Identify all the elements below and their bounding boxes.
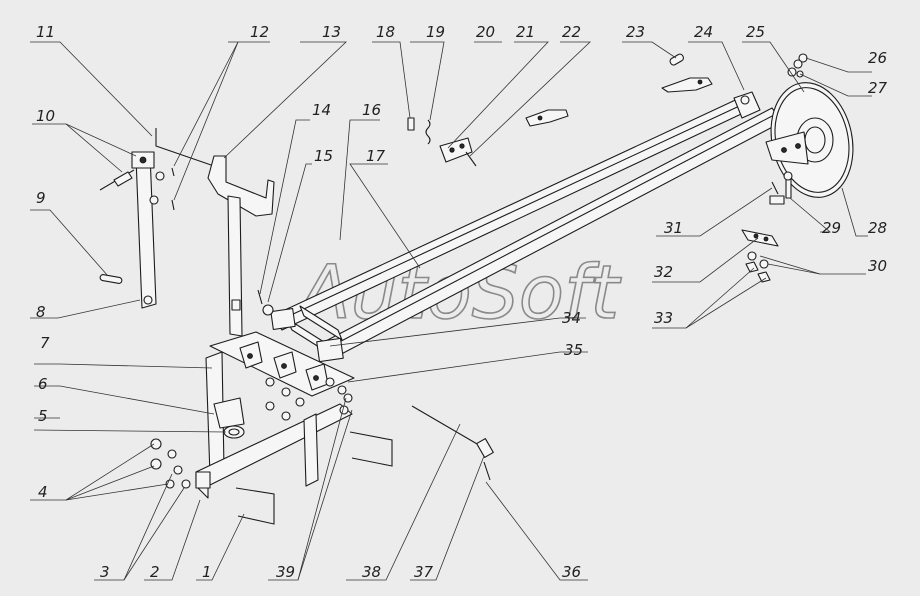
- callout-2: 2: [150, 563, 160, 581]
- callout-13: 13: [322, 23, 341, 41]
- handle-assembly: [99, 128, 215, 309]
- callout-29: 29: [822, 219, 841, 237]
- callout-30: 30: [868, 257, 887, 275]
- callout-8: 8: [36, 303, 46, 321]
- callout-6: 6: [38, 375, 48, 393]
- callout-21: 21: [516, 23, 535, 41]
- callout-labels: 1 2 3 4 5 6 7 8 9 10 11 12 13 14 15 16 1…: [36, 23, 888, 581]
- callout-24: 24: [694, 23, 713, 41]
- callout-3: 3: [100, 563, 110, 581]
- callout-39: 39: [276, 563, 295, 581]
- callout-38: 38: [362, 563, 381, 581]
- drawbar-beams: [270, 91, 783, 363]
- axle-rod: [411, 405, 494, 481]
- callout-1: 1: [202, 563, 212, 581]
- front-frame: [150, 331, 393, 525]
- callout-36: 36: [562, 563, 581, 581]
- leader-lines: [30, 41, 872, 581]
- callout-15: 15: [314, 147, 333, 165]
- callout-18: 18: [376, 23, 395, 41]
- callout-23: 23: [626, 23, 645, 41]
- callout-11: 11: [36, 23, 55, 41]
- callout-4: 4: [38, 483, 48, 501]
- callout-17: 17: [366, 147, 386, 165]
- callout-22: 22: [562, 23, 581, 41]
- callout-31: 31: [664, 219, 683, 237]
- support-column: [207, 155, 275, 337]
- callout-26: 26: [868, 49, 887, 67]
- latch-group: [407, 109, 569, 167]
- callout-16: 16: [362, 101, 381, 119]
- callout-9: 9: [36, 189, 46, 207]
- callout-35: 35: [564, 341, 583, 359]
- callout-10: 10: [36, 107, 55, 125]
- callout-5: 5: [38, 407, 48, 425]
- callout-37: 37: [414, 563, 434, 581]
- callout-25: 25: [746, 23, 765, 41]
- callout-27: 27: [868, 79, 888, 97]
- callout-14: 14: [312, 101, 331, 119]
- callout-7: 7: [40, 334, 50, 352]
- callout-12: 12: [250, 23, 269, 41]
- mount-disc: [765, 82, 854, 198]
- callout-34: 34: [562, 309, 581, 327]
- callout-28: 28: [868, 219, 887, 237]
- callout-19: 19: [426, 23, 445, 41]
- callout-20: 20: [476, 23, 495, 41]
- hardware-top-right: [661, 53, 808, 283]
- callout-32: 32: [654, 263, 673, 281]
- callout-33: 33: [654, 309, 673, 327]
